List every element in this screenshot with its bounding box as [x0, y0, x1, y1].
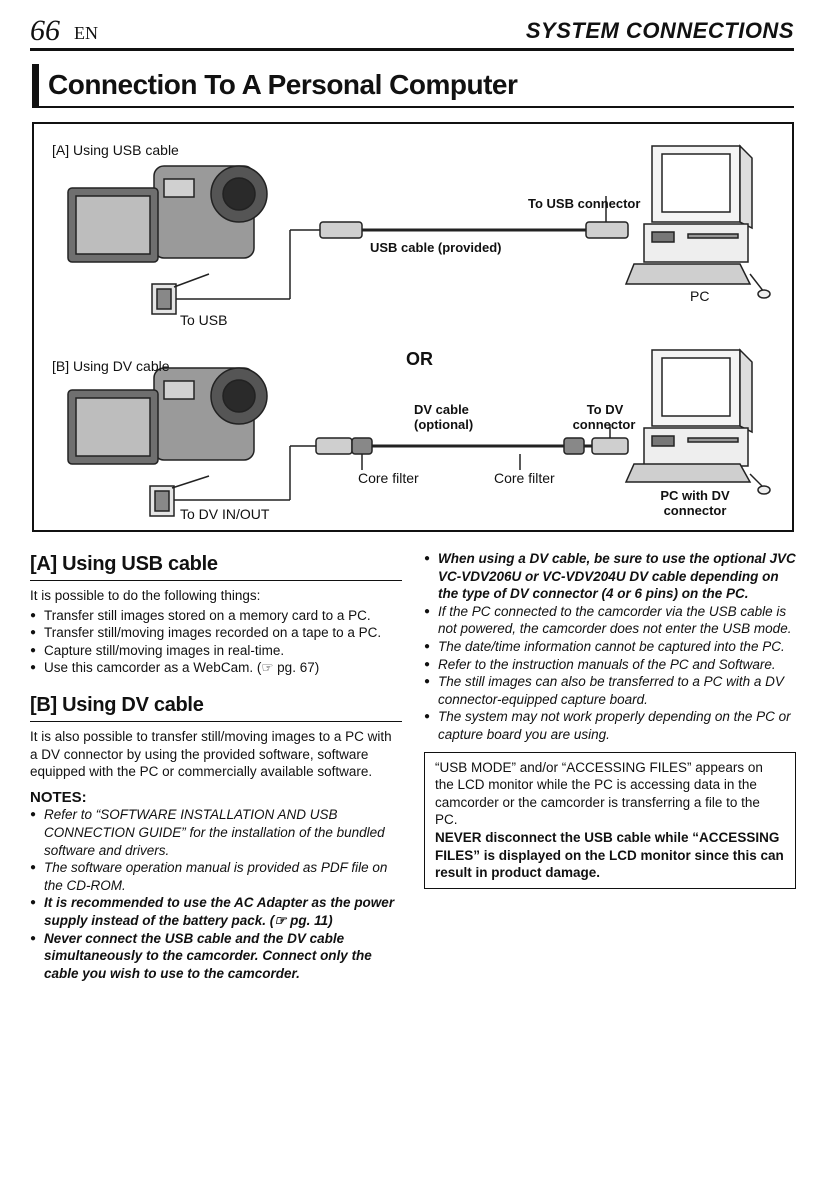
left-column: [A] Using USB cable It is possible to do… — [30, 550, 402, 982]
section-a-heading: [A] Using USB cable — [30, 550, 402, 581]
notes-heading: NOTES: — [30, 788, 87, 806]
right-note-item: Refer to the instruction manuals of the … — [424, 656, 796, 674]
note-item: It is recommended to use the AC Adapter … — [30, 894, 402, 929]
note-item: The software operation manual is provide… — [30, 859, 402, 894]
title-bar — [32, 64, 39, 106]
page-number: 66 — [30, 14, 60, 47]
label-to-dv: To DV — [586, 402, 624, 417]
right-column: When using a DV cable, be sure to use th… — [424, 550, 796, 889]
label-pc-with-dv: PC with DV — [660, 488, 730, 503]
diagram-label-a: [A] Using USB cable — [52, 142, 179, 158]
label-usb-cable: USB cable (provided) — [370, 240, 502, 255]
camcorder-a-illustration — [67, 165, 320, 315]
page-language: EN — [74, 23, 98, 43]
right-note-item: If the PC connected to the camcorder via… — [424, 603, 796, 638]
note-item: Never connect the USB cable and the DV c… — [30, 930, 402, 983]
section-b-heading: [B] Using DV cable — [30, 691, 402, 722]
header-rule — [30, 48, 794, 51]
section-a-bullet: Use this camcorder as a WebCam. (☞ pg. 6… — [30, 659, 402, 677]
right-note-item: The date/time information cannot be capt… — [424, 638, 796, 656]
label-to-usb: To USB — [180, 312, 228, 328]
usb-cable-illustration — [319, 196, 629, 239]
pc-b-illustration — [624, 348, 771, 495]
label-dv-cable-optional: (optional) — [414, 417, 474, 432]
section-b-intro: It is also possible to transfer still/mo… — [30, 728, 392, 780]
connection-diagram: [A] Using USB cable To USB connector USB… — [32, 122, 794, 532]
section-a-bullet: Transfer still images stored on a memory… — [30, 607, 402, 625]
title-rule — [32, 106, 794, 108]
connection-illustration — [67, 144, 771, 517]
section-title: SYSTEM CONNECTIONS — [525, 18, 794, 43]
dv-cable-illustration — [315, 424, 629, 470]
section-a-bullet: Capture still/moving images in real-time… — [30, 642, 402, 660]
section-a-intro: It is possible to do the following thing… — [30, 588, 261, 603]
label-pc-with-dv-connector: connector — [663, 503, 727, 518]
warning-text: “USB MODE” and/or “ACCESSING FILES” appe… — [435, 759, 763, 828]
camcorder-b-illustration — [67, 367, 316, 517]
page-title: Connection To A Personal Computer — [48, 69, 518, 100]
note-item: Refer to “SOFTWARE INSTALLATION AND USB … — [30, 806, 402, 859]
label-dv-connector: connector — [572, 417, 636, 432]
diagram-label-b: [B] Using DV cable — [52, 358, 170, 374]
warning-strong-text: NEVER disconnect the USB cable while “AC… — [435, 829, 784, 881]
right-note-item: The still images can also be transferred… — [424, 673, 796, 708]
label-to-usb-connector: To USB connector — [528, 196, 641, 211]
section-a-bullet: Transfer still/moving images recorded on… — [30, 624, 402, 642]
label-or: OR — [406, 349, 433, 369]
label-dv-cable: DV cable — [414, 402, 469, 417]
label-to-dv-inout: To DV IN/OUT — [180, 506, 270, 522]
label-pc: PC — [690, 288, 710, 304]
page-header: 66 EN SYSTEM CONNECTIONS — [30, 14, 794, 48]
warning-box: “USB MODE” and/or “ACCESSING FILES” appe… — [424, 751, 796, 889]
label-core-filter-2: Core filter — [494, 470, 555, 486]
right-note-item: The system may not work properly dependi… — [424, 708, 796, 743]
pc-a-illustration — [624, 144, 771, 299]
label-core-filter-1: Core filter — [358, 470, 419, 486]
right-note-item: When using a DV cable, be sure to use th… — [424, 550, 796, 603]
